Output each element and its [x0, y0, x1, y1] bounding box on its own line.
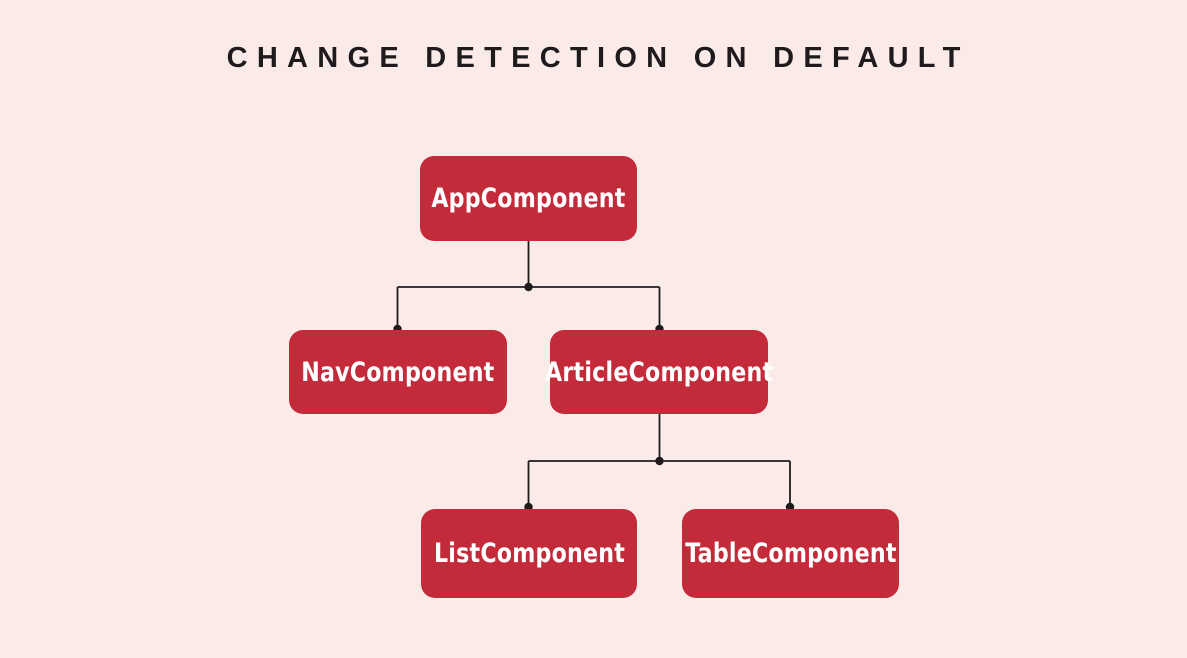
node-tablecomponent-label: TableComponent [684, 538, 897, 569]
node-tablecomponent: TableComponent [682, 509, 899, 598]
node-articlecomponent: ArticleComponent [545, 330, 773, 414]
node-navcomponent: NavComponent [289, 330, 507, 414]
junction-dot-level2 [655, 456, 664, 466]
node-listcomponent-label: ListComponent [433, 538, 625, 569]
node-listcomponent: ListComponent [421, 509, 637, 598]
node-appcomponent: AppComponent [420, 156, 637, 241]
diagram-title: CHANGE DETECTION ON DEFAULT [226, 42, 970, 74]
node-articlecomponent-label: ArticleComponent [544, 356, 774, 388]
node-appcomponent-label: AppComponent [431, 183, 626, 214]
node-navcomponent-label: NavComponent [301, 356, 495, 388]
junction-dot-level1 [524, 282, 533, 292]
